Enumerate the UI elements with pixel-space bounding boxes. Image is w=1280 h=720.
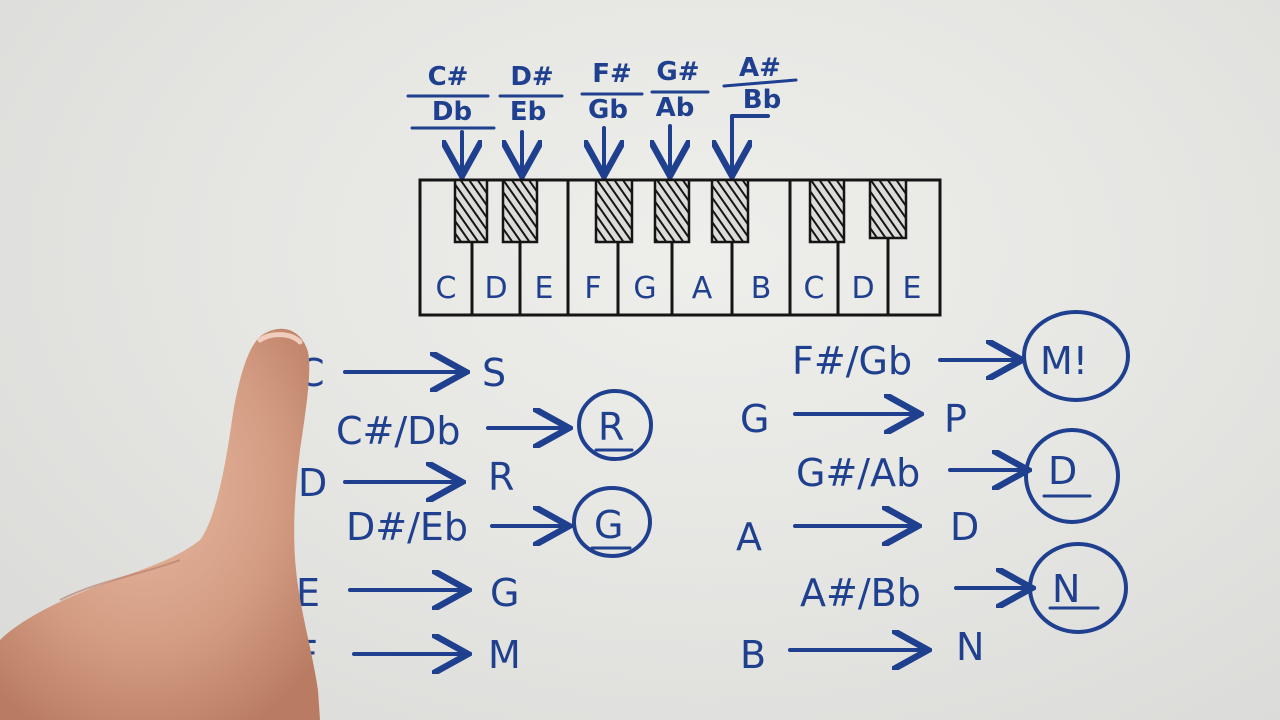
knuckle-shadow <box>59 559 181 601</box>
mapping-row: F M <box>296 633 521 677</box>
left-mappings: C S C#/Db R D R D#/Eb G E <box>296 351 653 677</box>
mapping-row: G#/Ab D <box>796 428 1120 524</box>
pointing-hand <box>0 328 320 720</box>
top-label-sharp: A# <box>739 53 781 83</box>
top-label-sharp: C# <box>428 62 469 92</box>
fraction-line <box>722 78 798 88</box>
top-labels: C# Db D# Eb F# Gb G# Ab A# <box>406 53 798 172</box>
top-label-flat: Eb <box>510 97 546 127</box>
mapping-swara: M <box>488 633 521 677</box>
mapping-swara: M! <box>1040 339 1088 383</box>
black-key-f-sharp <box>594 178 634 244</box>
swara-circle <box>572 486 652 558</box>
black-key-g-sharp <box>653 178 691 244</box>
top-label-d-sharp: D# Eb <box>498 62 564 172</box>
mapping-note: A#/Bb <box>800 571 921 615</box>
mapping-note: D <box>298 461 327 505</box>
top-label-sharp: D# <box>510 62 553 92</box>
top-label-flat: Db <box>432 97 472 127</box>
down-arrow <box>732 114 770 172</box>
mapping-note: C#/Db <box>336 409 461 453</box>
right-mappings: F#/Gb M! G P G#/Ab D A D A#/Bb <box>736 310 1130 677</box>
top-label-flat: Gb <box>588 95 628 125</box>
mapping-swara: D <box>950 505 979 549</box>
mapping-swara: G <box>594 503 623 547</box>
mapping-note: F#/Gb <box>792 339 912 383</box>
mapping-swara: N <box>956 625 984 669</box>
top-label-flat: Ab <box>656 93 695 123</box>
mapping-row: D#/Eb G <box>346 486 652 558</box>
black-key-d-sharp-2 <box>868 178 908 240</box>
mapping-swara: S <box>482 351 506 395</box>
white-key-label: G <box>633 271 656 306</box>
mapping-row: C#/Db R <box>336 389 653 461</box>
top-label-a-sharp: A# Bb <box>722 53 798 172</box>
mapping-swara: N <box>1052 567 1080 611</box>
mapping-row: C S <box>298 351 506 395</box>
mapping-row: A#/Bb N <box>800 542 1128 634</box>
top-label-c-sharp: C# Db <box>406 62 496 172</box>
mapping-row: F#/Gb M! <box>792 310 1130 402</box>
mapping-note: G#/Ab <box>796 451 920 495</box>
mapping-swara: D <box>1048 449 1077 493</box>
piano-keyboard: C D E F G A B C D E <box>418 178 942 317</box>
top-label-f-sharp: F# Gb <box>580 59 644 172</box>
hand-shape <box>0 328 320 720</box>
white-key-label: C <box>436 271 457 306</box>
mapping-swara: R <box>488 455 514 499</box>
mapping-note: G <box>740 397 769 441</box>
top-label-sharp: F# <box>592 59 632 89</box>
white-key-label: D <box>484 271 507 306</box>
white-key-label: A <box>692 271 713 306</box>
white-key-label: D <box>851 271 874 306</box>
mapping-row: A D <box>736 505 979 559</box>
black-key-a-sharp <box>710 178 750 244</box>
black-key-c-sharp-2 <box>808 178 846 244</box>
white-key-label: E <box>535 271 554 306</box>
white-key-label: C <box>804 271 825 306</box>
swara-circle <box>1024 428 1120 524</box>
white-key-label: B <box>751 271 772 306</box>
mapping-swara: R <box>598 405 624 449</box>
mapping-note: D#/Eb <box>346 505 468 549</box>
mapping-row: D R <box>298 455 514 505</box>
mapping-swara: G <box>490 571 519 615</box>
swara-circle <box>1022 310 1130 402</box>
top-label-flat: Bb <box>743 85 781 115</box>
mapping-row: B N <box>740 625 984 677</box>
white-key-label: F <box>584 271 601 306</box>
top-label-g-sharp: G# Ab <box>652 57 710 172</box>
fingernail <box>257 332 303 345</box>
swara-circle <box>1028 542 1128 634</box>
mapping-row: G P <box>740 397 967 441</box>
mapping-note: A <box>736 515 762 559</box>
black-key-c-sharp <box>453 178 489 244</box>
swara-circle <box>577 389 653 461</box>
mapping-swara: P <box>944 397 967 441</box>
black-key-d-sharp <box>501 178 539 244</box>
mapping-note: B <box>740 633 766 677</box>
top-label-sharp: G# <box>656 57 699 87</box>
white-key-label: E <box>903 271 922 306</box>
mapping-row: E G <box>296 571 519 615</box>
